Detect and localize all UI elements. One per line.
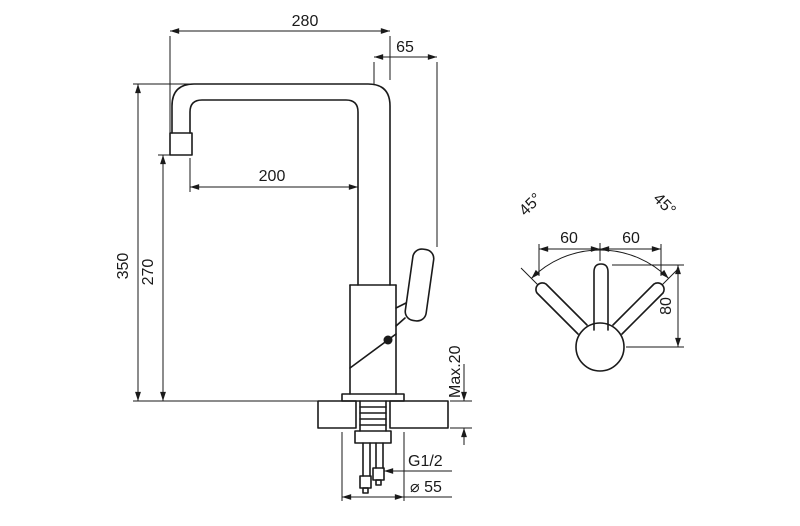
hose-right-tip: [375, 479, 382, 486]
dim-270-label: 270: [140, 259, 157, 286]
dim-60-right-label: 60: [622, 230, 640, 247]
mounting-nut: [354, 430, 392, 444]
spout-outer-contour: [171, 83, 391, 286]
dimensions-main-view: 280 65 200 350 270 Max.20 G1/2 ⌀ 55: [115, 13, 472, 501]
swing-ext-right: [661, 267, 680, 286]
handle-neck-top: [395, 302, 407, 309]
angle-right-label: 45°: [650, 190, 679, 219]
angle-left-label: 45°: [516, 190, 545, 219]
handle-neck-bottom: [395, 317, 406, 327]
hose-left-tip: [362, 487, 369, 494]
deck-left-section: [317, 400, 357, 429]
spout-inner-contour: [189, 99, 359, 286]
handle-base-circle: [575, 322, 625, 372]
dim-d55-label: ⌀ 55: [410, 479, 442, 496]
hose-right-fitting: [372, 467, 385, 481]
shank-threads: [359, 406, 387, 426]
dim-65-label: 65: [396, 39, 414, 56]
handle-position-right: [612, 282, 665, 335]
dim-max20-label: Max.20: [447, 345, 464, 398]
handle-position-center: [593, 263, 609, 331]
hose-right: [375, 442, 384, 469]
hose-left-fitting: [359, 475, 372, 489]
aerator-tip: [169, 132, 193, 156]
handle-pivot-dot: [383, 335, 393, 345]
dim-350-label: 350: [115, 253, 132, 280]
base-flange: [341, 393, 405, 402]
dim-60-left-label: 60: [560, 230, 578, 247]
dim-80-label: 80: [658, 297, 675, 315]
mounting-deck: [317, 400, 449, 429]
supply-assembly: [354, 400, 392, 494]
handle-grip: [404, 248, 435, 322]
dim-280-label: 280: [292, 13, 319, 30]
dim-200-label: 200: [259, 168, 286, 185]
thread-label: G1/2: [408, 453, 443, 470]
handle-swing-view: [535, 263, 665, 372]
deck-right-section: [389, 400, 449, 429]
handle-position-left: [535, 282, 588, 335]
swing-ext-left: [520, 267, 539, 286]
hose-left: [362, 442, 371, 477]
faucet-side-view: [169, 83, 435, 402]
